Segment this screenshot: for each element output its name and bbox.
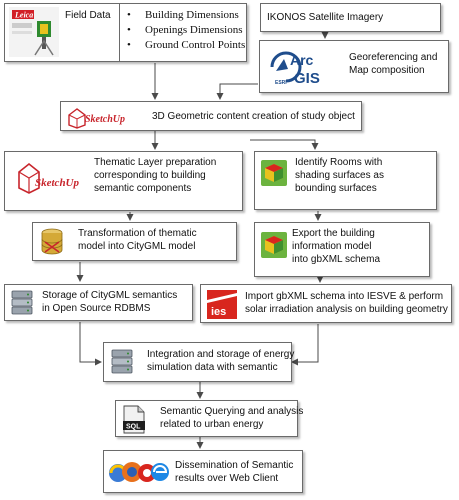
import-label-line2: solar irradiation analysis on building g… [245,304,448,315]
querying-box: SQL Semantic Querying and analysis relat… [115,400,303,437]
integration-label-line2: simulation data with semantic [147,362,278,373]
export-label-line3: into gbXML schema [292,254,381,265]
identify-label-line3: bounding surfaces [295,183,377,194]
geometric-label: 3D Geometric content creation of study o… [152,111,355,122]
transform-label-line1: Transformation of thematic [78,228,197,239]
field-data-box: Leica Field Data Building Dimensions Ope… [4,3,247,62]
dissemination-box: Dissemination of Semantic results over W… [103,450,303,493]
arcgis-logo-bottom: GIS [294,70,320,87]
querying-label-line2: related to urban energy [160,419,264,430]
identify-label-line2: shading surfaces as [295,170,384,181]
export-box: Export the building information model in… [254,222,430,277]
field-data-items: Building Dimensions Openings Dimensions … [123,8,245,53]
querying-label-line1: Semantic Querying and analysis [160,406,304,417]
field-data-divider [119,4,120,61]
integration-box: Integration and storage of energy simula… [103,342,295,382]
arrow-storage-to-integration [79,322,102,366]
database-icon [39,228,65,256]
import-label-line1: Import gbXML schema into IESVE & perform [245,291,444,302]
thematic-label-line3: semantic components [94,183,192,194]
field-data-label: Field Data [65,10,111,21]
database-icon [9,289,35,317]
georef-box: Arc GIS ESRI Georeferencing and Map comp… [259,40,449,93]
3d-cube-icon [261,232,287,258]
database-icon [109,348,135,376]
dissemination-label-line1: Dissemination of Semantic [175,460,294,471]
arcgis-logo-icon: Arc GIS ESRI [266,45,334,89]
arrow-import-to-integration [291,324,319,366]
field-data-item: Openings Dimensions [123,23,245,38]
identify-label-line1: Identify Rooms with [295,157,383,168]
3d-cube-icon [261,160,287,186]
thematic-label-line1: Thematic Layer preparation [94,157,217,168]
field-data-item: Ground Control Points [123,38,245,53]
field-data-item: Building Dimensions [123,8,245,23]
transform-box: Transformation of thematic model into Ci… [32,222,237,261]
ies-logo-text: ies [211,306,226,318]
sql-file-icon: SQL [122,405,146,434]
sketchup-logo-icon: SketchUp [13,158,80,204]
storage-label-line1: Storage of CityGML semantics [42,290,178,301]
dissemination-label-line2: results over Web Client [175,473,279,484]
ikonos-label: IKONOS Satellite Imagery [267,12,384,23]
thematic-label-line2: corresponding to building [94,170,206,181]
geometric-box: SketchUp 3D Geometric content creation o… [60,101,362,131]
leica-total-station-icon: Leica [9,7,59,57]
import-box: ies Import gbXML schema into IESVE & per… [200,284,452,323]
export-label-line1: Export the building [292,228,375,239]
ikonos-box: IKONOS Satellite Imagery [260,3,441,32]
georef-label-line2: Map composition [349,65,425,76]
identify-box: Identify Rooms with shading surfaces as … [254,151,437,210]
storage-label-line2: in Open Source RDBMS [42,303,151,314]
leica-logo-text: Leica [14,11,33,20]
web-browsers-icon [108,455,170,490]
sketchup-logo-text: SketchUp [85,114,125,125]
export-label-line2: information model [292,241,372,252]
sql-logo-text: SQL [126,424,141,431]
integration-label-line1: Integration and storage of energy [147,349,295,360]
transform-label-line2: model into CityGML model [78,241,196,252]
arrow-georef-to-geometric [216,83,258,100]
arrow-geometric-to-identify [250,139,319,150]
sketchup-logo-icon: SketchUp [65,105,125,129]
storage-box: Storage of CityGML semantics in Open Sou… [4,284,193,321]
sketchup-logo-text: SketchUp [35,177,79,189]
arcgis-logo-top: Arc [290,52,314,68]
arcgis-logo-small: ESRI [275,80,287,86]
georef-label-line1: Georeferencing and [349,52,438,63]
thematic-box: SketchUp Thematic Layer preparation corr… [4,151,243,211]
ies-logo-icon: ies [207,290,237,319]
